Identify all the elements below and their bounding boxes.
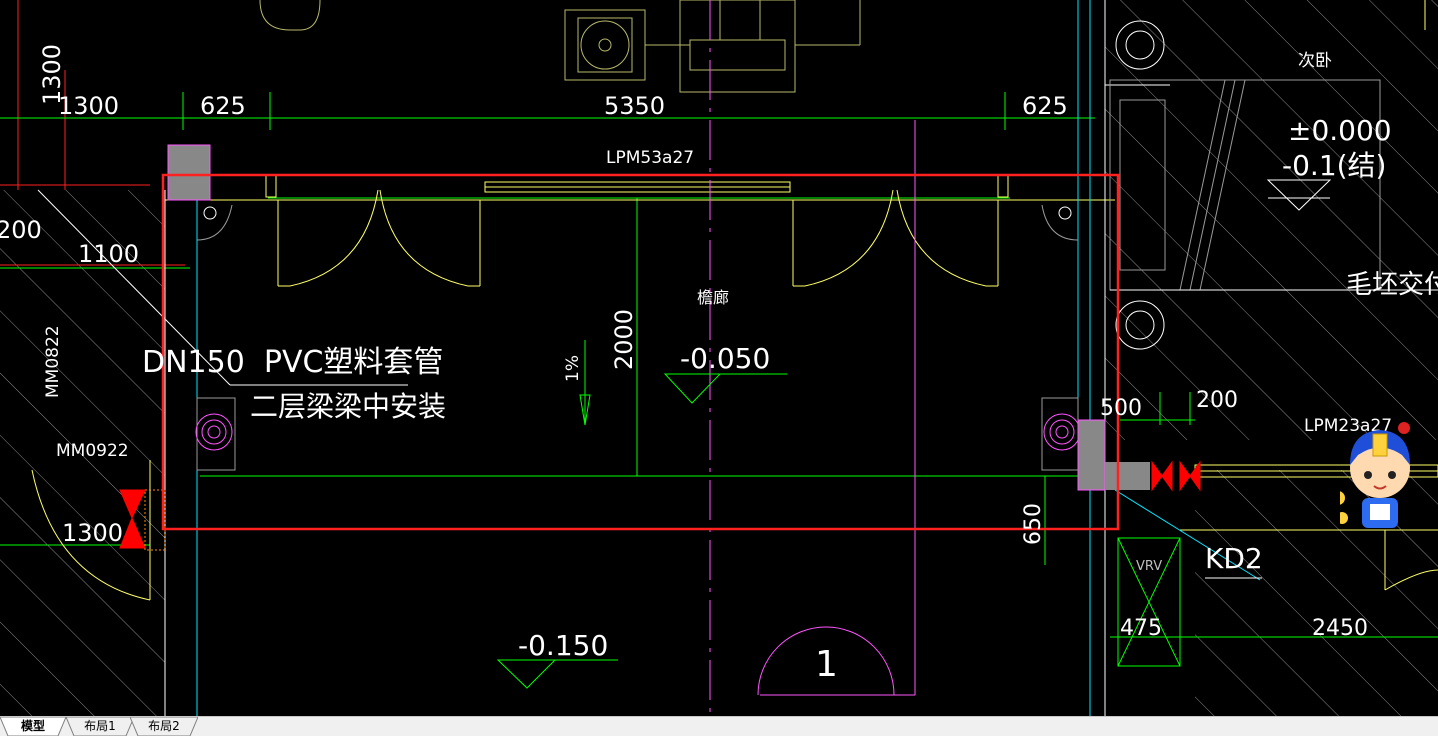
tab-layout2-shape	[130, 717, 198, 736]
level-pm000: ±0.000	[1288, 114, 1392, 147]
dim-5350: 5350	[604, 92, 665, 120]
tab-layout1[interactable]: 布局1	[66, 717, 134, 736]
vrv-unit	[1117, 537, 1181, 667]
white-lines	[37, 0, 1438, 716]
dim-1300-top: 1300	[58, 92, 119, 120]
dim-1100: 1100	[78, 240, 139, 268]
dim-650: 650	[1021, 503, 1046, 545]
magenta-lines	[709, 0, 1426, 716]
dim-2450: 2450	[1312, 616, 1368, 641]
dim-200-left: 200	[0, 216, 42, 244]
door-mm0822: MM0822	[43, 325, 63, 398]
dim-1300-bottom: 1300	[62, 519, 123, 547]
dim-2000: 2000	[610, 309, 638, 370]
dim-475: 475	[1120, 616, 1162, 641]
level-markers	[496, 340, 787, 689]
left-top-redlines	[0, 0, 185, 266]
column-left	[167, 144, 211, 201]
selection-rectangle[interactable]	[161, 173, 1120, 531]
pipe-note-1: DN150 PVC塑料套管	[142, 345, 443, 380]
hatch-right-room	[1105, 0, 1438, 440]
column-right-stub	[1105, 462, 1150, 490]
tab-layout1-label: 布局1	[84, 719, 116, 733]
dim-1300-vertical: 1300	[38, 44, 66, 105]
window-lpm53: LPM53a27	[606, 148, 694, 168]
pipe-note-2: 二层梁梁中安装	[250, 390, 446, 423]
rough-delivery: 毛坯交付	[1346, 270, 1438, 300]
dim-200-right: 200	[1196, 388, 1238, 413]
column-right	[1077, 419, 1106, 491]
tab-layout1-shape	[66, 717, 134, 736]
tab-model-label: 模型	[20, 719, 45, 733]
kd2-label: KD2	[1205, 542, 1263, 575]
tab-layout2-label: 布局2	[148, 719, 180, 733]
dim-625-left: 625	[200, 92, 246, 120]
level-structure: -0.1(结)	[1282, 149, 1386, 182]
drawing-texts: 1300 1300 625 5350 625 200 1100 2000 500…	[0, 44, 1438, 685]
dim-625-right: 625	[1022, 92, 1068, 120]
tab-layout2[interactable]: 布局2	[130, 717, 198, 736]
layout-tab-bar: 模型 布局1 布局2	[0, 716, 1438, 736]
room-bedroom: 次卧	[1298, 51, 1332, 71]
door-mm0922: MM0922	[56, 441, 129, 461]
level-050: -0.050	[680, 342, 770, 375]
tab-model[interactable]: 模型	[0, 717, 66, 736]
cad-model-space[interactable]: 1300 1300 625 5350 625 200 1100 2000 500…	[0, 0, 1438, 716]
vrv-label: VRV	[1136, 559, 1162, 574]
hatch-left-wall	[0, 190, 165, 716]
valve-symbols	[119, 460, 1201, 549]
room-corridor: 檐廊	[697, 288, 729, 307]
dimension-lines	[0, 92, 1438, 638]
mascot-sticker	[1340, 422, 1410, 528]
slope-label: 1%	[563, 355, 583, 382]
level-150: -0.150	[518, 629, 608, 662]
axis-1-label: 1	[815, 644, 838, 685]
top-equipment	[259, 0, 861, 93]
dim-500: 500	[1100, 396, 1142, 421]
window-lpm23: LPM23a27	[1304, 416, 1392, 436]
tab-model-shape	[0, 717, 66, 736]
cyan-lines	[196, 0, 1261, 716]
cad-drawing-canvas[interactable]: 1300 1300 625 5350 625 200 1100 2000 500…	[0, 0, 1438, 716]
hatch-column-left	[144, 489, 166, 551]
